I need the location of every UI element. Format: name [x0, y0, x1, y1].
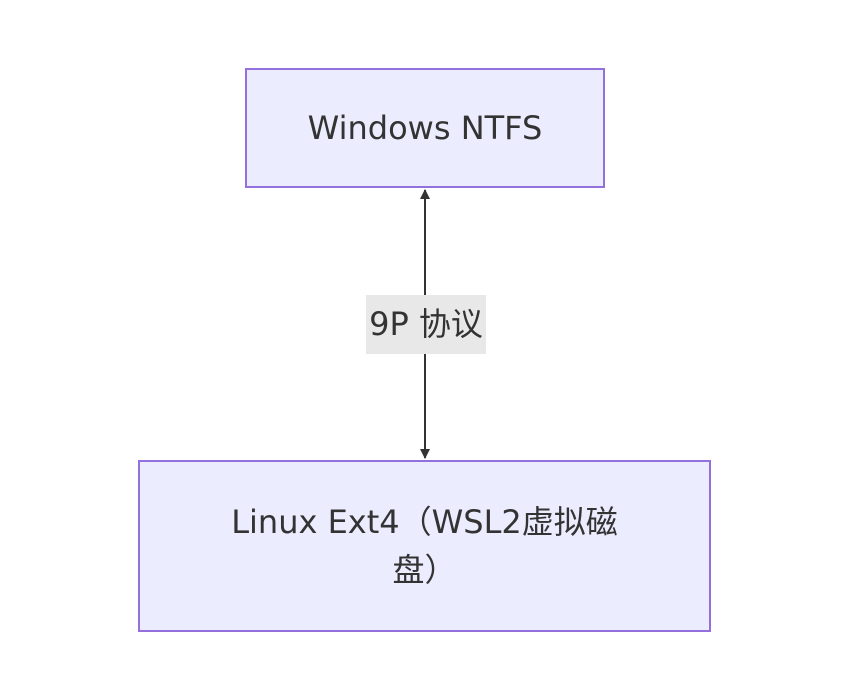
linux-ext4-node: Linux Ext4（WSL2虚拟磁盘） [138, 460, 711, 632]
windows-ntfs-node: Windows NTFS [245, 68, 605, 188]
edge-label-9p-protocol: 9P 协议 [366, 295, 486, 354]
windows-ntfs-label: Windows NTFS [307, 109, 543, 147]
linux-ext4-label: Linux Ext4（WSL2虚拟磁盘） [231, 503, 618, 589]
